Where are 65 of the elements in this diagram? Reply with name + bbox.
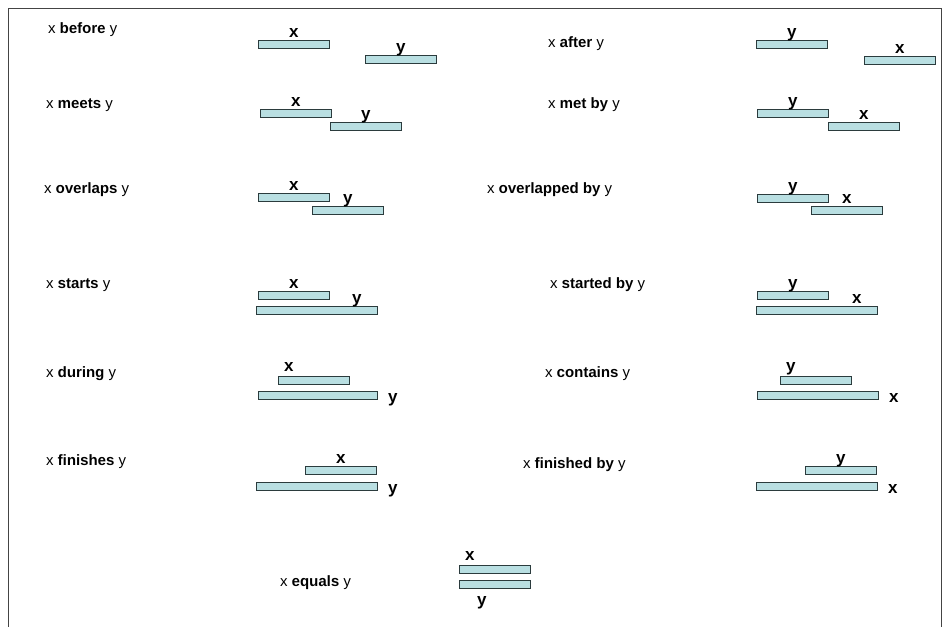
interval-label: x	[889, 388, 898, 405]
interval-bar	[756, 40, 828, 49]
interval-label: y	[388, 479, 398, 496]
relation-name: x meets y	[46, 95, 113, 113]
interval-label: x	[465, 546, 474, 563]
relation-name: x before y	[48, 20, 118, 38]
interval-bar	[278, 376, 350, 385]
interval-bar	[811, 206, 883, 215]
interval-bar	[258, 193, 330, 202]
relation-name: x overlaps y	[44, 180, 130, 198]
relation-name: x finished by y	[523, 455, 626, 473]
interval-label: y	[788, 92, 798, 109]
interval-label: x	[289, 274, 298, 291]
interval-label: y	[388, 388, 398, 405]
interval-label: x	[284, 357, 294, 374]
interval-bar	[256, 482, 378, 491]
interval-label: y	[343, 189, 352, 206]
interval-label: x	[888, 479, 898, 496]
interval-label: x	[859, 105, 868, 122]
interval-bar	[756, 306, 878, 315]
interval-label: y	[361, 105, 370, 122]
interval-bar	[258, 391, 378, 400]
interval-bar	[828, 122, 900, 131]
relation-name: x started by y	[550, 275, 646, 293]
interval-label: y	[836, 449, 846, 466]
interval-label: x	[289, 176, 298, 193]
interval-bar	[258, 40, 330, 49]
interval-label: x	[336, 449, 346, 466]
interval-label: x	[291, 92, 300, 109]
interval-bar	[305, 466, 377, 475]
interval-label: y	[788, 274, 798, 291]
interval-bar	[312, 206, 384, 215]
interval-bar	[260, 109, 332, 118]
interval-label: y	[786, 357, 796, 374]
relation-name: x overlapped by y	[487, 180, 612, 198]
interval-bar	[805, 466, 877, 475]
interval-bar	[258, 291, 330, 300]
interval-bar	[757, 194, 829, 203]
relation-name: x met by y	[548, 95, 620, 113]
interval-label: y	[788, 177, 798, 194]
interval-bar	[756, 482, 878, 491]
interval-bar	[864, 56, 936, 65]
interval-bar	[459, 565, 531, 574]
interval-bar	[365, 55, 437, 64]
interval-bar	[459, 580, 531, 589]
interval-label: y	[396, 38, 406, 55]
interval-label: x	[852, 289, 862, 306]
relation-name: x equals y	[280, 573, 351, 591]
interval-bar	[757, 391, 879, 400]
interval-label: y	[477, 591, 486, 608]
relation-name: x after y	[548, 34, 604, 52]
interval-bar	[256, 306, 378, 315]
interval-label: x	[842, 189, 852, 206]
interval-bar	[780, 376, 852, 385]
interval-bar	[330, 122, 402, 131]
relation-name: x starts y	[46, 275, 110, 293]
interval-label: x	[289, 23, 298, 40]
relation-name: x contains y	[545, 364, 630, 382]
interval-label: x	[895, 39, 904, 56]
interval-bar	[757, 109, 829, 118]
relation-name: x during y	[46, 364, 116, 382]
interval-label: y	[352, 289, 362, 306]
interval-label: y	[787, 23, 796, 40]
relation-name: x finishes y	[46, 452, 126, 470]
interval-bar	[757, 291, 829, 300]
